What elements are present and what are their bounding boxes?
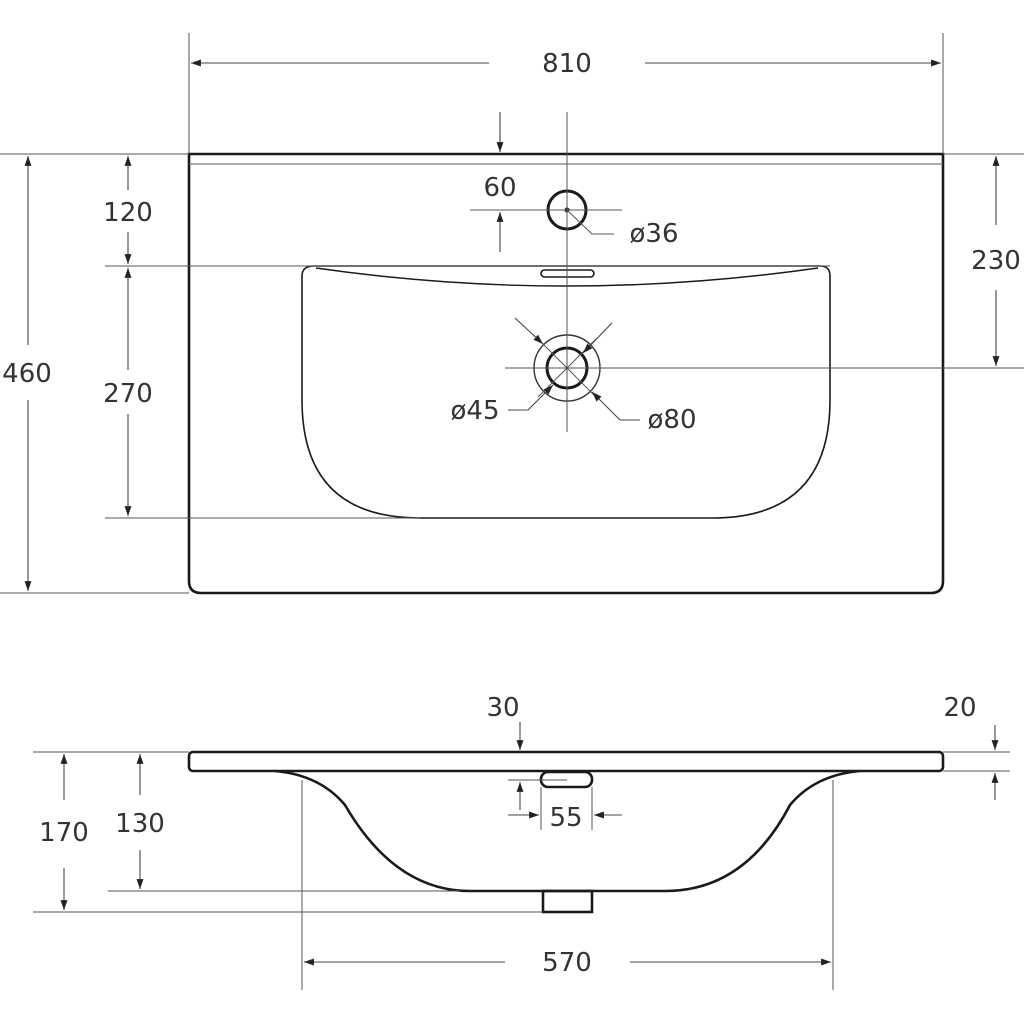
dim-20: 20 — [943, 693, 976, 723]
dim-60: 60 — [483, 173, 516, 203]
diag-line — [537, 338, 597, 398]
dim-depth-460: 460 — [2, 359, 52, 389]
countertop-slab — [187, 750, 945, 773]
dim-drain-outer-diameter: ø80 — [648, 405, 697, 435]
side-view: 170 130 30 20 55 570 — [33, 693, 1010, 990]
dim-170: 170 — [39, 818, 89, 848]
drain-stub — [541, 889, 594, 914]
basin-outline — [187, 152, 945, 595]
dim-230: 230 — [971, 246, 1021, 276]
dim-570: 570 — [542, 948, 592, 978]
dimension-arrow — [514, 317, 544, 345]
bowl-outline — [301, 265, 831, 519]
leader-line — [508, 384, 554, 411]
dim-width-810: 810 — [542, 49, 592, 79]
dim-tap-diameter: ø36 — [630, 219, 679, 249]
dim-130: 130 — [115, 809, 165, 839]
leader-line — [591, 391, 640, 421]
dimension-arrow — [582, 322, 613, 354]
dim-drain-diameter: ø45 — [451, 396, 500, 426]
dim-120: 120 — [103, 198, 153, 228]
dim-55: 55 — [549, 803, 582, 833]
leader-line — [566, 209, 614, 235]
top-view: 810 460 120 270 230 60 ø36 ø45 ø80 — [0, 33, 1024, 595]
dim-270: 270 — [103, 379, 153, 409]
dim-30: 30 — [486, 693, 519, 723]
